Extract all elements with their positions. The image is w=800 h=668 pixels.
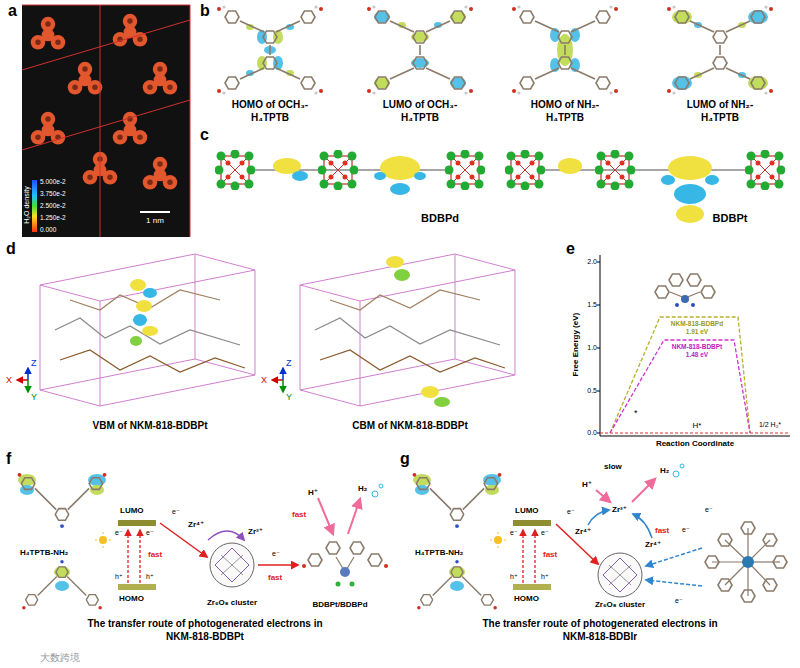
axis-label: X — [6, 375, 12, 385]
tick-label: 0.5 — [587, 387, 597, 395]
structure-caption: BDBPd — [421, 212, 459, 225]
charge-label: e⁻ — [541, 529, 549, 537]
level-label: LUMO — [120, 506, 144, 515]
band-caption: VBM of NKM-818-BDBPt — [93, 420, 208, 432]
colorbar-value: 5.000e-2 — [40, 178, 66, 185]
panel-letter: f — [6, 450, 11, 468]
panel-letter: d — [6, 240, 16, 258]
rate-label: fast — [292, 510, 306, 519]
colorbar-value: 2.500e-2 — [40, 202, 66, 209]
series-label: NKM-818-BDBPd — [671, 320, 723, 327]
axis-label: X — [261, 375, 267, 385]
orbital-caption: HOMO of OCH₃-H₄TPTB — [223, 98, 318, 124]
charge-label: e⁻ — [172, 508, 180, 516]
charge-label: e⁻ — [705, 506, 713, 514]
ion-label: Zr⁴⁺ — [645, 540, 661, 549]
charge-label: e⁻ — [146, 529, 154, 537]
level-label: LUMO — [515, 506, 539, 515]
tick-label: 2.0 — [587, 258, 597, 266]
panel-letter: b — [200, 2, 210, 20]
scale-bar-label: 1 nm — [146, 216, 164, 225]
axis-title: Free Energy (eV) — [571, 313, 580, 377]
state-label: * — [634, 408, 638, 418]
energy-value: 1.48 eV — [686, 351, 708, 358]
ion-label: Zr⁴⁺ — [188, 520, 204, 529]
charge-label: h⁺ — [146, 573, 154, 581]
state-label: H* — [693, 421, 702, 430]
panel-letter: c — [200, 126, 209, 144]
rate-label: slow — [604, 462, 622, 471]
panel-c-charge-density — [215, 150, 786, 224]
charge-label: e⁻ — [567, 508, 575, 516]
panel-letter: e — [566, 240, 575, 258]
charge-label: h⁺ — [115, 573, 123, 581]
panel-b-orbitals — [217, 5, 773, 94]
colorbar-value: 3.750e-2 — [40, 190, 66, 197]
panel-caption: The transfer route of photogenerated ele… — [80, 617, 330, 643]
ion-label: H⁺ — [308, 488, 318, 497]
molecule-label: H₄TPTB-NH₂ — [20, 548, 68, 557]
product-label: H₂ — [660, 466, 669, 475]
axis-label: Y — [31, 392, 37, 402]
ion-label: Zr⁴⁺ — [575, 527, 591, 536]
orbital-caption: LUMO of NH₂-H₄TPTB — [673, 98, 768, 124]
colorbar-value: 0.000 — [40, 226, 56, 233]
molecule-label: BDBPt/BDBPd — [312, 600, 367, 609]
orbital-caption: LUMO of OCH₃-H₄TPTB — [373, 98, 468, 124]
rate-label: fast — [148, 550, 162, 559]
rate-label: fast — [655, 526, 669, 535]
panel-letter: a — [8, 2, 17, 20]
panel-f-electron-route — [18, 473, 388, 610]
colorbar-title: H₂O density — [23, 186, 31, 223]
charge-label: h⁺ — [510, 573, 518, 581]
axis-title: Reaction Coordinate — [656, 439, 734, 448]
rate-label: fast — [268, 573, 282, 582]
band-caption: CBM of NKM-818-BDBPt — [352, 420, 468, 432]
level-label: HOMO — [119, 594, 144, 603]
ion-label: Zr³⁺ — [248, 527, 263, 536]
colorbar-value: 1.250e-2 — [40, 214, 66, 221]
panel-e-free-energy — [597, 255, 790, 436]
cluster-label: Zr₆O₈ cluster — [595, 600, 645, 609]
charge-label: e⁻ — [272, 550, 280, 558]
cluster-label: Zr₆O₈ cluster — [207, 598, 257, 607]
charge-label: e⁻ — [510, 529, 518, 537]
rate-label: fast — [543, 550, 557, 559]
state-label: 1/2 H₂* — [759, 421, 781, 429]
axis-label: Z — [286, 358, 292, 368]
watermark: 大数跨境 — [40, 652, 80, 664]
tick-label: 1.5 — [587, 301, 597, 309]
panel-a-density-map — [22, 5, 190, 237]
panel-g-electron-route — [413, 464, 787, 609]
orbital-caption: HOMO of NH₂-H₄TPTB — [518, 98, 613, 124]
panel-caption: The transfer route of photogenerated ele… — [475, 617, 725, 643]
axis-label: Y — [286, 392, 292, 402]
product-label: H₂ — [358, 484, 367, 493]
tick-label: 1.0 — [587, 344, 597, 352]
panel-letter: g — [400, 450, 410, 468]
ion-label: Zr³⁺ — [612, 505, 627, 514]
energy-value: 1.91 eV — [686, 328, 708, 335]
ion-label: H⁺ — [582, 480, 592, 489]
panel-d-band-edges — [17, 254, 515, 407]
structure-caption: BDBPt — [713, 212, 748, 225]
tick-label: 0.0 — [587, 429, 597, 437]
charge-label: e⁻ — [115, 529, 123, 537]
molecule-label: H₄TPTB-NH₂ — [415, 548, 463, 557]
charge-label: e⁻ — [682, 526, 690, 534]
axis-label: Z — [31, 358, 37, 368]
charge-label: h⁺ — [541, 573, 549, 581]
series-label: NKM-818-BDBPt — [672, 343, 723, 350]
charge-label: e⁻ — [675, 597, 683, 605]
level-label: HOMO — [514, 594, 539, 603]
